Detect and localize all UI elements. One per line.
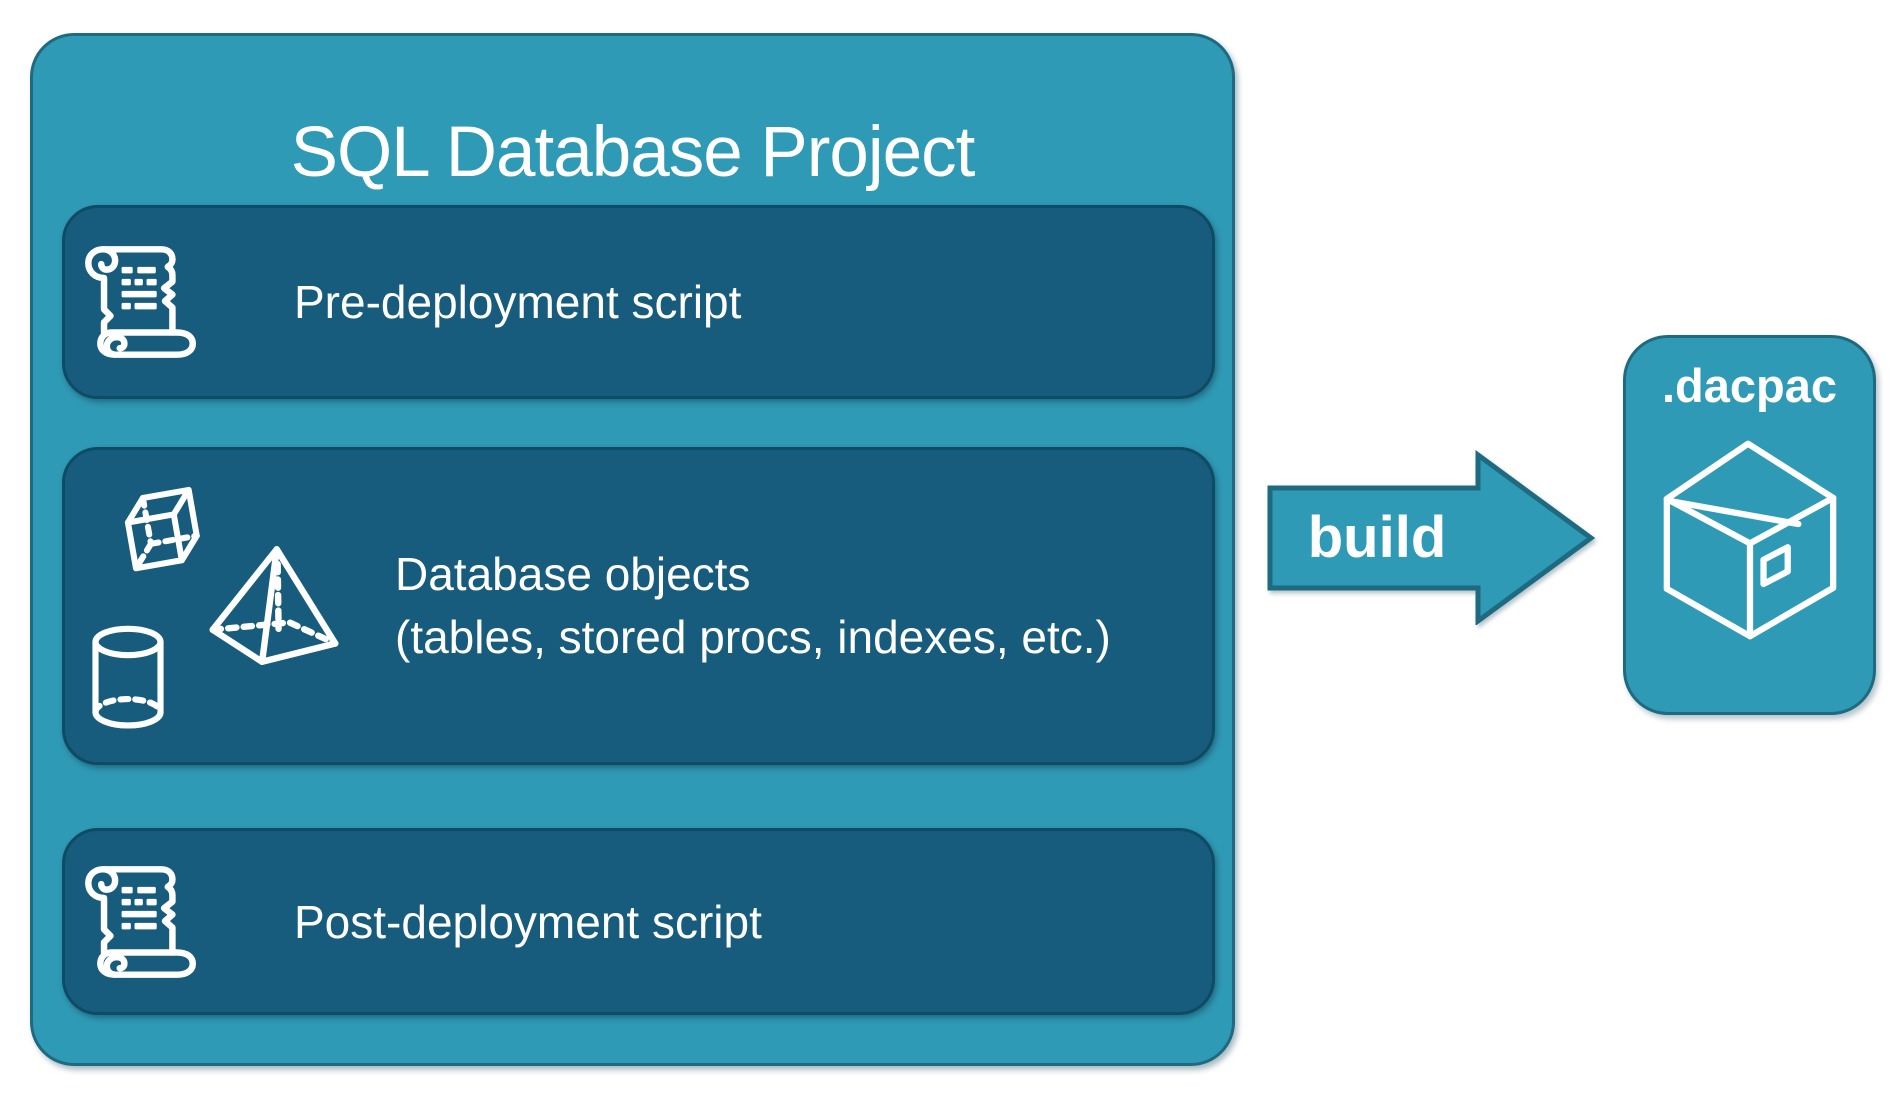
package-icon bbox=[1663, 440, 1836, 640]
pre-deployment-label: Pre-deployment script bbox=[294, 276, 742, 328]
scroll-icon bbox=[85, 246, 196, 358]
project-title: SQL Database Project bbox=[290, 112, 976, 192]
scroll-icon bbox=[85, 865, 196, 978]
cube-icon bbox=[124, 486, 200, 572]
database-objects-label: Database objects bbox=[395, 548, 751, 600]
cylinder-icon bbox=[92, 625, 164, 729]
database-objects-sublabel: (tables, stored procs, indexes, etc.) bbox=[395, 611, 1111, 663]
database-objects-text: Database objects (tables, stored procs, … bbox=[395, 543, 1111, 669]
pyramid-icon bbox=[209, 546, 339, 665]
post-deployment-panel: Post-deployment script bbox=[62, 828, 1215, 1015]
database-objects-panel: Database objects (tables, stored procs, … bbox=[62, 447, 1215, 765]
build-arrow bbox=[1267, 450, 1596, 625]
dacpac-title: .dacpac bbox=[1661, 359, 1838, 412]
pre-deployment-panel: Pre-deployment script bbox=[62, 205, 1215, 399]
build-arrow-label: build bbox=[1307, 505, 1447, 570]
sql-database-project-container: SQL Database Project Pre-deployment scri… bbox=[30, 33, 1235, 1066]
dacpac-container: .dacpac bbox=[1623, 335, 1876, 715]
post-deployment-label: Post-deployment script bbox=[294, 895, 762, 948]
